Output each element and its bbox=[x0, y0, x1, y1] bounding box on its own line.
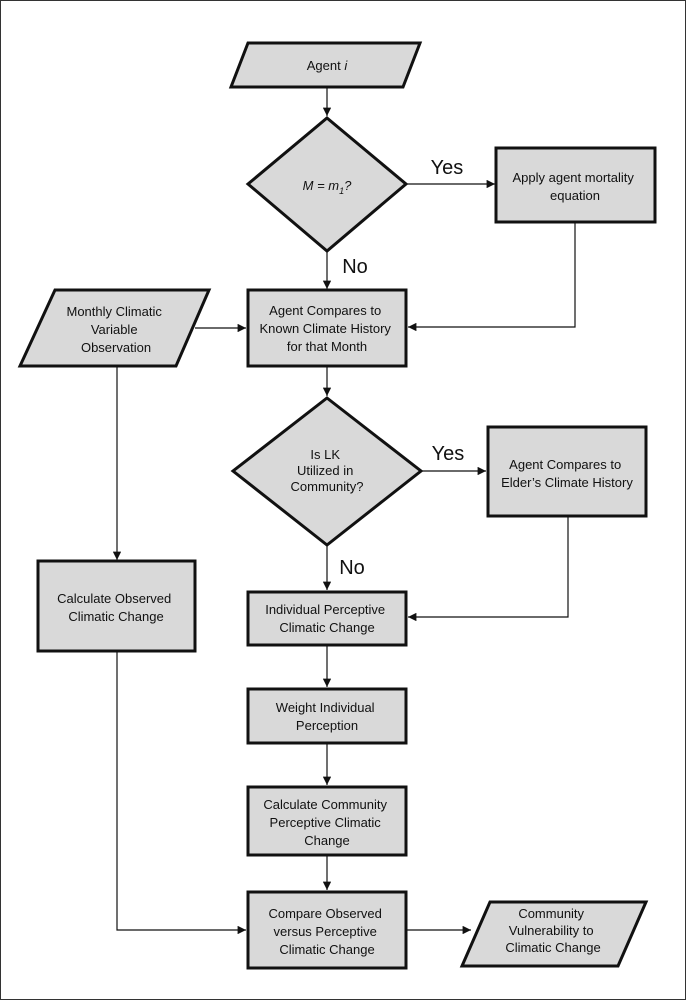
node-weight-label: Weight Individual Perception bbox=[276, 700, 378, 733]
node-compare-known: Agent Compares to Known Climate History … bbox=[246, 288, 408, 368]
node-community-calc: Calculate Community Perceptive Climatic … bbox=[246, 785, 408, 857]
node-mortality-label: Apply agent mortality equation bbox=[512, 170, 637, 203]
node-agent-shape bbox=[228, 41, 423, 89]
node-individual: Individual Perceptive Climatic Change bbox=[246, 590, 408, 647]
node-compare-elder-label: Agent Compares to Elder’s Climate Histor… bbox=[501, 457, 633, 490]
node-calc-observed-label: Calculate Observed Climatic Change bbox=[57, 591, 175, 624]
node-individual-shape bbox=[246, 590, 408, 647]
edges bbox=[112, 88, 576, 935]
node-observation: Monthly Climatic Variable Observation bbox=[17, 288, 212, 368]
node-vulnerability-label: Community Vulnerability to Climatic Chan… bbox=[505, 906, 600, 955]
node-weight: Weight Individual Perception bbox=[246, 687, 408, 745]
edge-label-yes-lk: Yes bbox=[432, 443, 465, 465]
node-mortality: Apply agent mortality equation bbox=[494, 146, 657, 224]
node-compare-known-label: Agent Compares to Known Climate History … bbox=[259, 303, 394, 354]
node-observation-label: Monthly Climatic Variable Observation bbox=[67, 304, 166, 355]
node-compare-elder-shape bbox=[486, 425, 648, 518]
node-decision-mortality: M = m1? bbox=[245, 116, 409, 253]
node-compare-observed: Compare Observed versus Perceptive Clima… bbox=[246, 890, 408, 970]
node-compare-observed-label: Compare Observed versus Perceptive Clima… bbox=[268, 906, 385, 957]
node-agent-label: Agent i bbox=[307, 58, 349, 73]
node-mortality-shape bbox=[494, 146, 657, 224]
edge-label-yes-mortality: Yes bbox=[431, 157, 464, 179]
node-decision-mortality-label: M = m1? bbox=[303, 178, 353, 196]
edge-mortality-to-compare-known bbox=[408, 223, 576, 332]
node-agent: Agent i bbox=[228, 41, 423, 89]
node-compare-observed-shape bbox=[246, 890, 408, 970]
node-compare-known-shape bbox=[246, 288, 408, 368]
edge-label-no-lk: No bbox=[339, 557, 365, 579]
node-community-calc-shape bbox=[246, 785, 408, 857]
edge-label-no-mortality: No bbox=[342, 256, 368, 278]
node-decision-lk-label: Is LK Utilized in Community? bbox=[291, 447, 364, 494]
node-decision-mortality-shape bbox=[245, 116, 409, 253]
node-weight-shape bbox=[246, 687, 408, 745]
node-observation-shape bbox=[17, 288, 212, 368]
node-vulnerability: Community Vulnerability to Climatic Chan… bbox=[459, 900, 649, 968]
node-decision-lk-shape bbox=[230, 396, 424, 547]
node-calc-observed-shape bbox=[36, 559, 197, 653]
node-community-calc-label: Calculate Community Perceptive Climatic … bbox=[263, 797, 390, 848]
node-decision-lk: Is LK Utilized in Community? bbox=[230, 396, 424, 547]
node-calc-observed: Calculate Observed Climatic Change bbox=[36, 559, 197, 653]
node-vulnerability-shape bbox=[459, 900, 649, 968]
edge-calc-observed-to-compare-obs bbox=[116, 651, 246, 935]
node-compare-elder: Agent Compares to Elder’s Climate Histor… bbox=[486, 425, 648, 518]
edge-compare-elder-to-individual bbox=[408, 516, 569, 622]
node-individual-label: Individual Perceptive Climatic Change bbox=[265, 602, 389, 635]
